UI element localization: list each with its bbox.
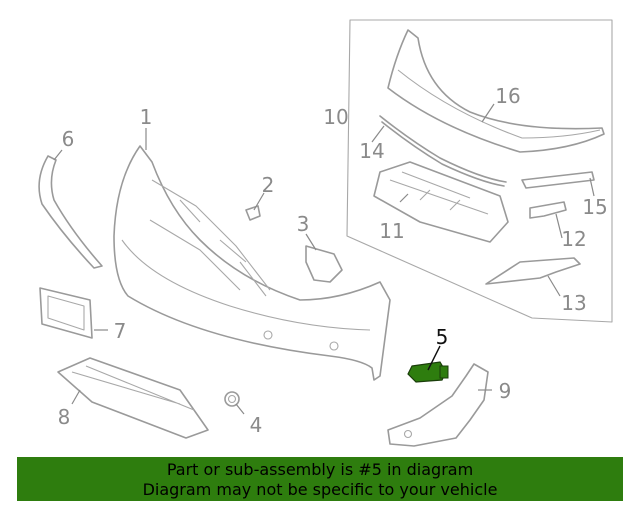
callout-7: 7 [114, 319, 127, 343]
parts-diagram: 1 2 3 4 5 6 7 8 9 10 11 12 13 14 15 16 [38, 19, 613, 447]
leader-lines [53, 103, 595, 415]
callout-11: 11 [379, 219, 404, 243]
callout-4: 4 [250, 413, 263, 437]
part-3-bracket[interactable] [305, 245, 343, 283]
callout-1: 1 [140, 105, 153, 129]
part-4-grommet[interactable] [224, 391, 240, 407]
part-8-shield[interactable] [57, 357, 209, 439]
part-6-strip[interactable] [38, 155, 103, 269]
part-15-bracket[interactable] [521, 171, 595, 189]
part-5-sensor-highlighted[interactable] [407, 361, 449, 383]
part-7-plate-bracket[interactable] [39, 287, 93, 339]
part-12-bracket[interactable] [529, 201, 567, 219]
part-11-absorber[interactable] [373, 161, 509, 243]
inset-panel [346, 19, 613, 323]
callout-15: 15 [582, 195, 607, 219]
callout-14: 14 [359, 139, 384, 163]
callout-16: 16 [495, 84, 520, 108]
callout-3: 3 [297, 212, 310, 236]
callout-12: 12 [561, 227, 586, 251]
callout-2: 2 [262, 173, 275, 197]
callout-10: 10 [323, 105, 348, 129]
part-16-cover[interactable] [387, 29, 605, 153]
callout-13: 13 [561, 291, 586, 315]
callout-9: 9 [499, 379, 512, 403]
callout-5: 5 [436, 325, 449, 349]
info-banner: Part or sub-assembly is #5 in diagram Di… [17, 457, 623, 501]
callout-8: 8 [58, 405, 71, 429]
part-9-side-bracket[interactable] [387, 363, 489, 447]
part-2-clip[interactable] [245, 205, 261, 221]
callout-6: 6 [62, 127, 75, 151]
banner-line-1: Part or sub-assembly is #5 in diagram [166, 460, 474, 479]
banner-line-2: Diagram may not be specific to your vehi… [142, 480, 498, 499]
part-1-bumper-cover[interactable] [113, 145, 391, 381]
part-13-bracket[interactable] [485, 257, 581, 285]
part-14-strip[interactable] [379, 115, 507, 187]
